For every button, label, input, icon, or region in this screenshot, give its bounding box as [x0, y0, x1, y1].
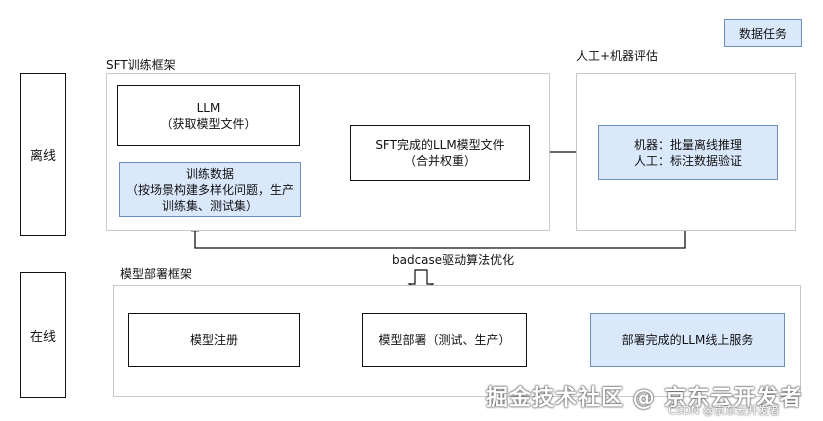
- node-training-data-line3: 训练集、测试集）: [161, 198, 258, 213]
- node-sft-model-line1: SFT完成的LLM模型文件: [375, 138, 505, 152]
- node-training-data: 训练数据 （按场景构建多样化问题，生产 训练集、测试集）: [119, 162, 301, 217]
- group-title-evaluation: 人工+机器评估: [576, 49, 659, 63]
- node-llm-service: 部署完成的LLM线上服务: [590, 313, 785, 367]
- node-training-data-line1: 训练数据: [185, 166, 234, 181]
- node-model-deploy: 模型部署（测试、生产）: [362, 313, 527, 367]
- feedback-label: badcase驱动算法优化: [392, 253, 515, 267]
- group-title-deploy-framework: 模型部署框架: [120, 267, 193, 281]
- node-llm: LLM （获取模型文件）: [117, 85, 300, 146]
- node-training-data-line2: （按场景构建多样化问题，生产: [125, 182, 294, 197]
- node-sft-model-line2: （合并权重）: [403, 154, 476, 168]
- watermark-juejin: 掘金技术社区 @ 京东云开发者: [486, 386, 803, 411]
- legend-data-task: 数据任务: [724, 19, 802, 47]
- lane-offline: 离线: [20, 73, 66, 236]
- node-sft-model: SFT完成的LLM模型文件 （合并权重）: [350, 125, 530, 181]
- lane-online: 在线: [20, 272, 66, 398]
- node-evaluation: 机器：批量离线推理 人工：标注数据验证: [598, 125, 778, 180]
- node-model-register: 模型注册: [128, 313, 300, 367]
- node-llm-line2: （获取模型文件）: [160, 116, 257, 131]
- node-evaluation-line2: 人工：标注数据验证: [633, 153, 742, 168]
- node-evaluation-line1: 机器：批量离线推理: [633, 137, 742, 152]
- node-llm-line1: LLM: [196, 100, 221, 115]
- watermark-csdn: CSDN @京东云开发者: [668, 404, 780, 417]
- group-title-sft-framework: SFT训练框架: [106, 58, 176, 72]
